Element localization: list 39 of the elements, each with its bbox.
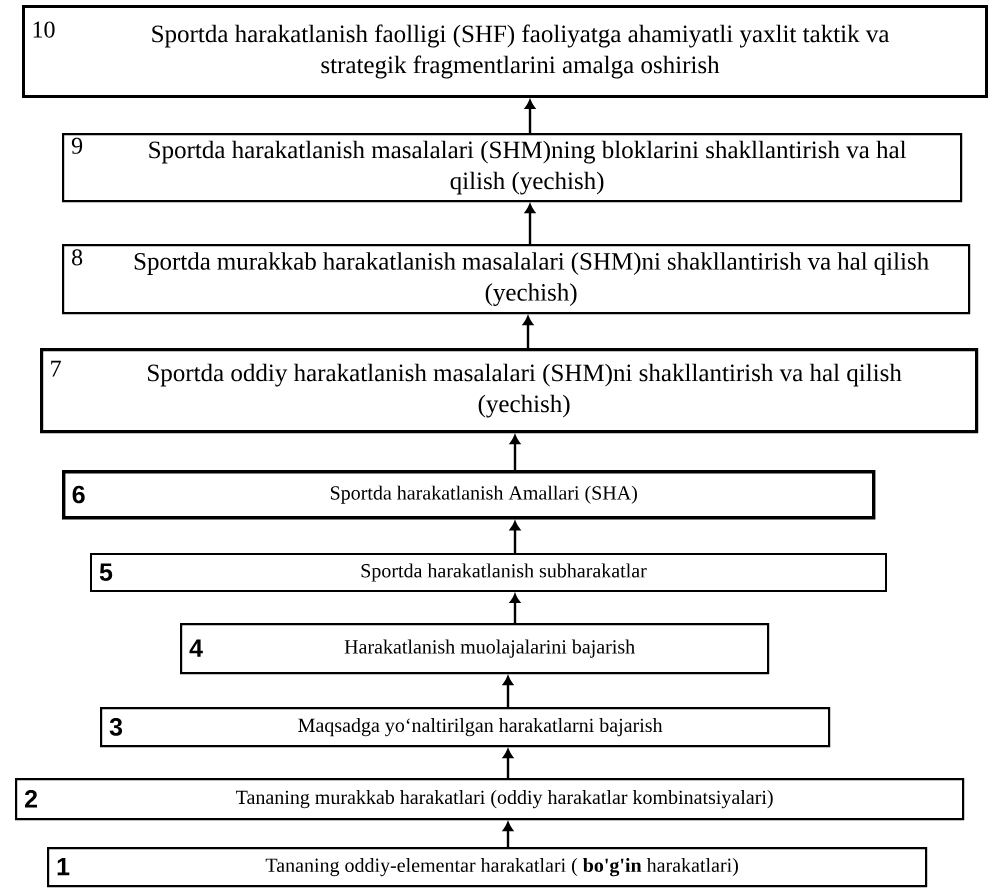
step-text: Sportda harakatlanish masalalari (SHM)ning bloklarini shakllantirish va hal qilish (yechish) — [149, 140, 907, 195]
arrow — [502, 749, 514, 778]
step-text: Harakatlanish muolajalarini bajarish — [344, 639, 635, 658]
step-text: Tananing murakkab harakatlari (oddiy harakatlar kombinatsiyalari) — [236, 790, 773, 809]
step-text: Sportda harakatlanish subharakatlar — [361, 563, 647, 582]
step-box — [62, 133, 963, 203]
arrow — [524, 99, 536, 133]
step-box — [47, 847, 928, 888]
step-number: 4 — [189, 639, 203, 657]
step-text: Sportda harakatlanish Amallari (SHA) — [330, 485, 637, 504]
arrow — [524, 204, 536, 244]
step-number: 10 — [33, 21, 55, 38]
arrow — [502, 676, 514, 707]
step-box — [40, 348, 979, 434]
step-box — [90, 553, 887, 592]
step-box — [100, 707, 831, 748]
step-text: Sportda murakkab harakatlanish masalalari (SHM)ni shakllantirish va hal qilish (yechish) — [134, 252, 929, 306]
step-box — [62, 244, 971, 315]
step-text: Tananing oddiy-elementar harakatlari ( bo'g'in harakatlari) — [265, 857, 738, 877]
step-box — [15, 778, 965, 821]
arrow — [502, 822, 514, 847]
arrow — [509, 435, 521, 470]
step-number: 5 — [99, 563, 113, 581]
arrow — [522, 316, 534, 348]
step-number: 6 — [72, 485, 85, 504]
step-text: Maqsadga yo‘naltirilgan harakatlarni bajarish — [298, 718, 663, 737]
arrow — [509, 521, 521, 553]
step-number: 3 — [109, 718, 123, 736]
step-text: Sportda oddiy harakatlanish masalalari (SHM)ni shakllantirish va hal qilish (yechish) — [148, 363, 902, 418]
arrow — [509, 593, 521, 623]
step-number: 1 — [57, 857, 70, 876]
step-number: 7 — [51, 360, 61, 377]
step-number: 8 — [72, 249, 83, 266]
step-box — [22, 5, 988, 98]
step-box — [180, 623, 770, 675]
step-text: Sportda harakatlanish faolligi (SHF) faoliyatga ahamiyatli yaxlit taktik va strategik fragmentlarini amalga oshirish — [152, 24, 890, 79]
step-number: 2 — [24, 790, 37, 808]
step-number: 9 — [71, 137, 83, 154]
step-box — [62, 470, 876, 520]
